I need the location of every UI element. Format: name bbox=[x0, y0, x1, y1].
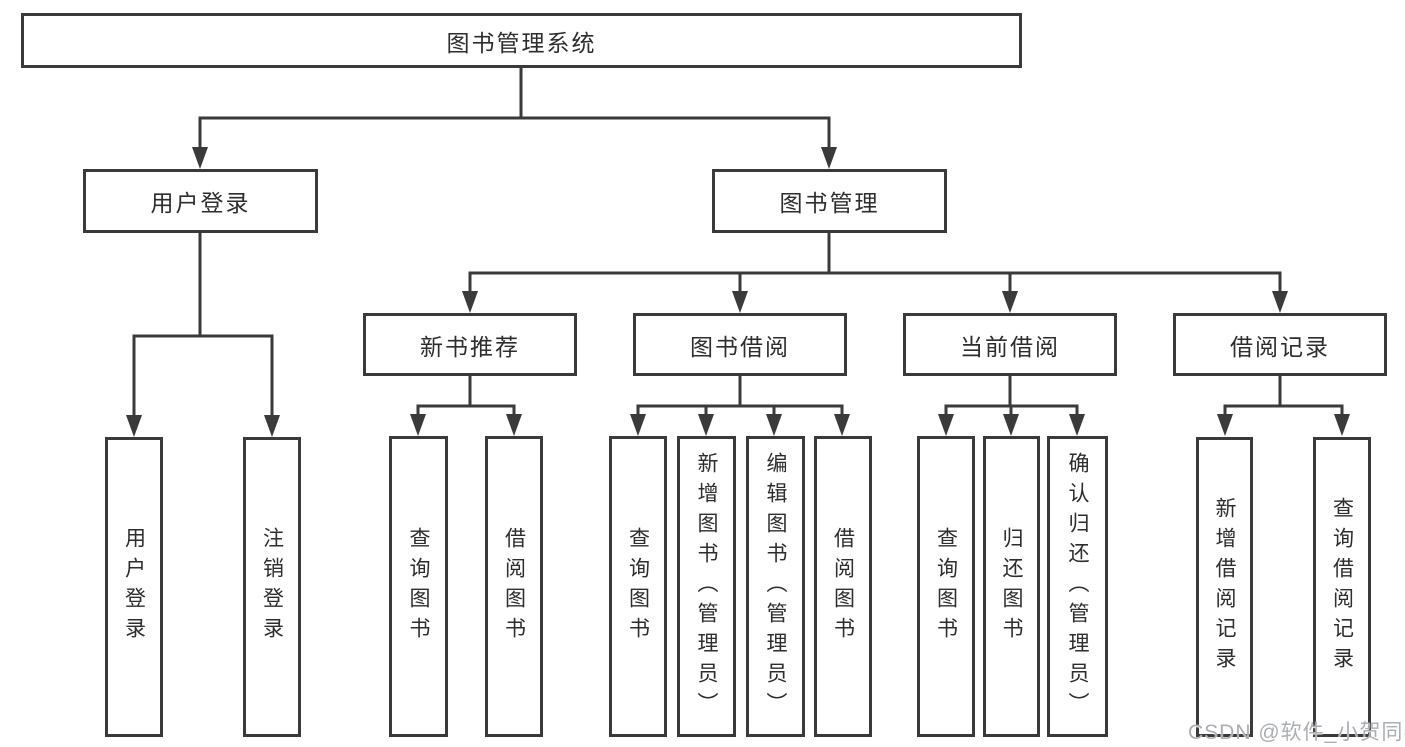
leaf-borrow-query-books: 查询图书 bbox=[609, 436, 667, 737]
leaf-records-add-record: 新增借阅记录 bbox=[1196, 437, 1253, 737]
leaf-user-login: 用户登录 bbox=[105, 437, 163, 737]
node-borrowing-records: 借阅记录 bbox=[1173, 313, 1387, 376]
node-current-borrowing: 当前借阅 bbox=[903, 313, 1117, 376]
node-book-borrowing: 图书借阅 bbox=[633, 313, 847, 376]
leaf-recommend-query-books: 查询图书 bbox=[389, 436, 448, 737]
leaf-recommend-borrow-books: 借阅图书 bbox=[485, 436, 543, 737]
leaf-records-query-record: 查询借阅记录 bbox=[1313, 437, 1371, 737]
leaf-borrow-add-books-admin: 新增图书（管理员） bbox=[677, 436, 736, 737]
leaf-current-return-books: 归还图书 bbox=[983, 436, 1040, 737]
csdn-watermark: CSDN @软件_小贺同学 bbox=[1188, 721, 1405, 744]
node-root-system: 图书管理系统 bbox=[21, 13, 1022, 68]
node-book-management: 图书管理 bbox=[712, 169, 947, 233]
leaf-current-confirm-return-admin: 确认归还（管理员） bbox=[1047, 436, 1108, 737]
node-new-book-recommend: 新书推荐 bbox=[363, 313, 577, 376]
leaf-borrow-borrow-books: 借阅图书 bbox=[814, 436, 872, 737]
leaf-logout: 注销登录 bbox=[243, 437, 301, 737]
leaf-borrow-edit-books-admin: 编辑图书（管理员） bbox=[746, 436, 805, 737]
node-user-login: 用户登录 bbox=[83, 169, 318, 233]
leaf-current-query-books: 查询图书 bbox=[917, 436, 975, 737]
